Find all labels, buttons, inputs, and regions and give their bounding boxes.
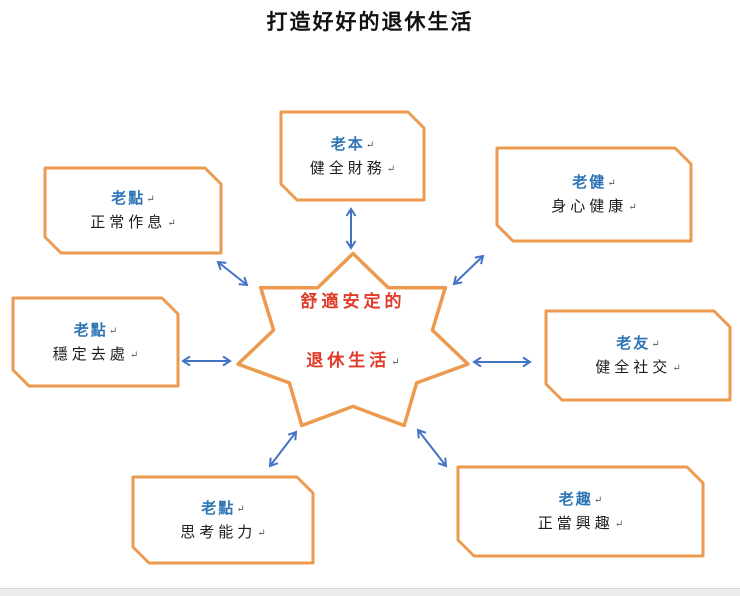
node-desc: 正常作息↵ bbox=[90, 213, 176, 231]
paragraph-mark: ↵ bbox=[167, 218, 176, 229]
node-top-left: 老點↵ 正常作息↵ bbox=[45, 168, 221, 253]
node-box-top bbox=[279, 110, 426, 202]
node-desc: 正當興趣↵ bbox=[537, 514, 624, 532]
bottom-strip bbox=[0, 588, 740, 596]
node-label: 老點↵ bbox=[73, 320, 118, 339]
node-desc: 身心健康↵ bbox=[551, 197, 637, 215]
paragraph-mark: ↵ bbox=[672, 363, 681, 374]
paragraph-mark: ↵ bbox=[146, 194, 155, 205]
paragraph-mark: ↵ bbox=[607, 178, 616, 189]
arrow-top-left bbox=[216, 260, 249, 287]
node-left: 老點↵ 穩定去處↵ bbox=[13, 298, 178, 386]
paragraph-mark: ↵ bbox=[651, 339, 660, 350]
node-label: 老點↵ bbox=[111, 189, 155, 207]
node-desc: 健全社交↵ bbox=[595, 358, 681, 376]
node-bottom-left: 老點↵ 思考能力↵ bbox=[133, 477, 313, 563]
paragraph-mark: ↵ bbox=[129, 349, 139, 361]
paragraph-mark: ↵ bbox=[386, 163, 396, 175]
paragraph-mark: ↵ bbox=[593, 495, 603, 506]
node-desc: 思考能力↵ bbox=[180, 522, 266, 541]
paragraph-mark: ↵ bbox=[108, 325, 118, 337]
node-label: 老趣↵ bbox=[558, 490, 603, 508]
node-box-top-right bbox=[495, 146, 693, 243]
paragraph-mark: ↵ bbox=[628, 202, 637, 213]
node-top-right: 老健↵ 身心健康↵ bbox=[497, 148, 691, 241]
center-star bbox=[236, 251, 470, 428]
node-label: 老友↵ bbox=[616, 334, 660, 352]
paragraph-mark: ↵ bbox=[614, 519, 624, 530]
node-box-bottom-right bbox=[456, 465, 705, 558]
paragraph-mark: ↵ bbox=[257, 527, 266, 539]
node-top: 老本↵ 健全財務↵ bbox=[281, 112, 424, 200]
node-box-bottom-left bbox=[131, 475, 315, 565]
arrow-top-right bbox=[452, 254, 485, 286]
arrow-bottom-left bbox=[268, 430, 298, 468]
node-box-left bbox=[11, 296, 180, 388]
node-box-top-left bbox=[43, 166, 223, 255]
paragraph-mark: ↵ bbox=[236, 503, 245, 515]
arrow-bottom-right bbox=[416, 428, 448, 468]
node-box-right bbox=[544, 309, 732, 402]
center-line-1: 舒適安定的 bbox=[300, 292, 406, 312]
node-bottom-right: 老趣↵ 正當興趣↵ bbox=[458, 467, 703, 556]
node-label: 老點↵ bbox=[201, 498, 245, 517]
node-desc: 穩定去處↵ bbox=[52, 344, 139, 363]
center-line-2: 退休生活↵ bbox=[306, 351, 400, 371]
node-label: 老本↵ bbox=[330, 134, 375, 153]
node-desc: 健全財務↵ bbox=[309, 158, 396, 177]
paragraph-mark: ↵ bbox=[365, 139, 375, 151]
diagram-title: 打造好好的退休生活 bbox=[266, 9, 474, 34]
paragraph-mark: ↵ bbox=[391, 357, 400, 368]
node-right: 老友↵ 健全社交↵ bbox=[546, 311, 730, 400]
center-star-text: 舒適安定的 退休生活↵ bbox=[268, 294, 438, 370]
node-label: 老健↵ bbox=[572, 173, 616, 191]
